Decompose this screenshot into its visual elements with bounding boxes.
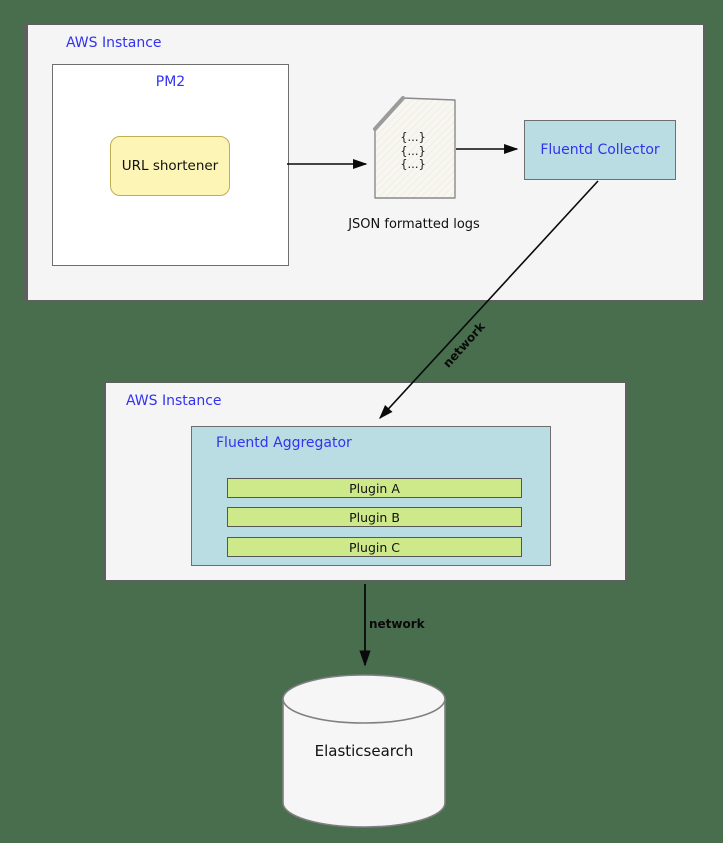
plugin-c-node: Plugin C bbox=[227, 537, 522, 557]
cylinder-top bbox=[282, 674, 446, 724]
url-shortener-label: URL shortener bbox=[121, 158, 219, 174]
doc-line-3: {...} bbox=[400, 157, 426, 171]
plugin-c-label: Plugin C bbox=[349, 539, 400, 555]
plugin-a-label: Plugin A bbox=[349, 480, 400, 496]
plugin-b-node: Plugin B bbox=[227, 507, 522, 527]
pm2-label: PM2 bbox=[155, 74, 186, 90]
network-label-aggregator-elasticsearch: network bbox=[369, 617, 425, 631]
aws-instance-2-box: AWS Instance Fluentd Aggregator Plugin A… bbox=[103, 381, 627, 582]
plugin-a-node: Plugin A bbox=[227, 478, 522, 498]
fluentd-collector-label: Fluentd Collector bbox=[540, 142, 660, 158]
fluentd-collector-node: Fluentd Collector bbox=[524, 120, 676, 180]
fluentd-aggregator-node: Fluentd Aggregator Plugin A Plugin B Plu… bbox=[191, 426, 551, 566]
network-label-collector-aggregator: network bbox=[440, 319, 488, 371]
doc-line-2: {...} bbox=[400, 144, 426, 158]
pm2-box: PM2 URL shortener bbox=[52, 64, 289, 266]
elasticsearch-cylinder bbox=[282, 674, 446, 828]
aws-instance-2-label: AWS Instance bbox=[126, 393, 222, 409]
document-fold-edge bbox=[373, 96, 405, 131]
aws-instance-1-label: AWS Instance bbox=[66, 35, 162, 51]
cylinder-body bbox=[282, 699, 446, 828]
json-document-icon: {...} {...} {...} bbox=[373, 96, 456, 199]
json-doc-caption: JSON formatted logs bbox=[348, 217, 480, 232]
doc-line-1: {...} bbox=[400, 130, 426, 144]
elasticsearch-label: Elasticsearch bbox=[314, 742, 414, 760]
plugin-b-label: Plugin B bbox=[349, 509, 400, 525]
url-shortener-node: URL shortener bbox=[110, 136, 230, 196]
fluentd-aggregator-label: Fluentd Aggregator bbox=[216, 435, 352, 451]
